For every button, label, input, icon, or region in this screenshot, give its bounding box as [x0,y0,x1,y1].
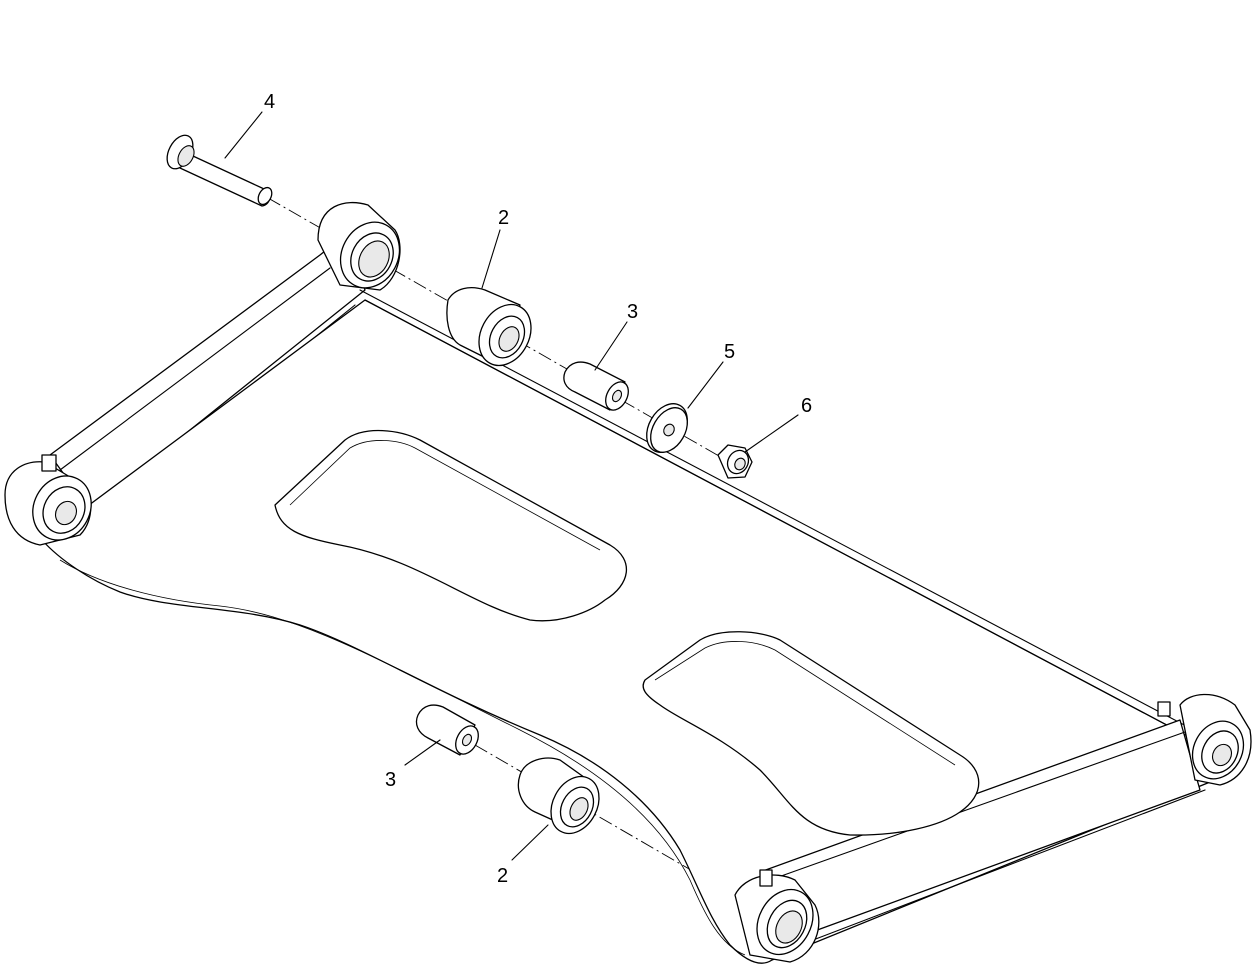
left-end-bushing [4,454,92,546]
lower-pivot-tube [734,869,820,963]
upper-spacer-part [563,361,629,411]
callout-label: 2 [497,865,508,887]
leader-lines [224,111,799,861]
nut-part [717,444,753,479]
frame [41,234,1216,964]
callout-label: 5 [724,341,735,363]
callout-label: 4 [264,91,275,113]
callout-label: 3 [385,769,396,791]
callout-label: 2 [498,207,509,229]
lower-spacer-part [415,704,479,756]
callout-label: 6 [801,395,812,417]
upper-bushing-part [446,287,532,367]
upper-pivot-tube [317,201,401,291]
right-end-bushing [1157,693,1252,786]
callout-label: 3 [627,301,638,323]
plate-cutouts [274,429,980,836]
callout-labels: 4 2 3 5 6 3 2 [264,91,812,887]
lower-bushing-part [517,757,600,835]
washer-part [646,403,688,453]
bolt-part [166,134,273,207]
